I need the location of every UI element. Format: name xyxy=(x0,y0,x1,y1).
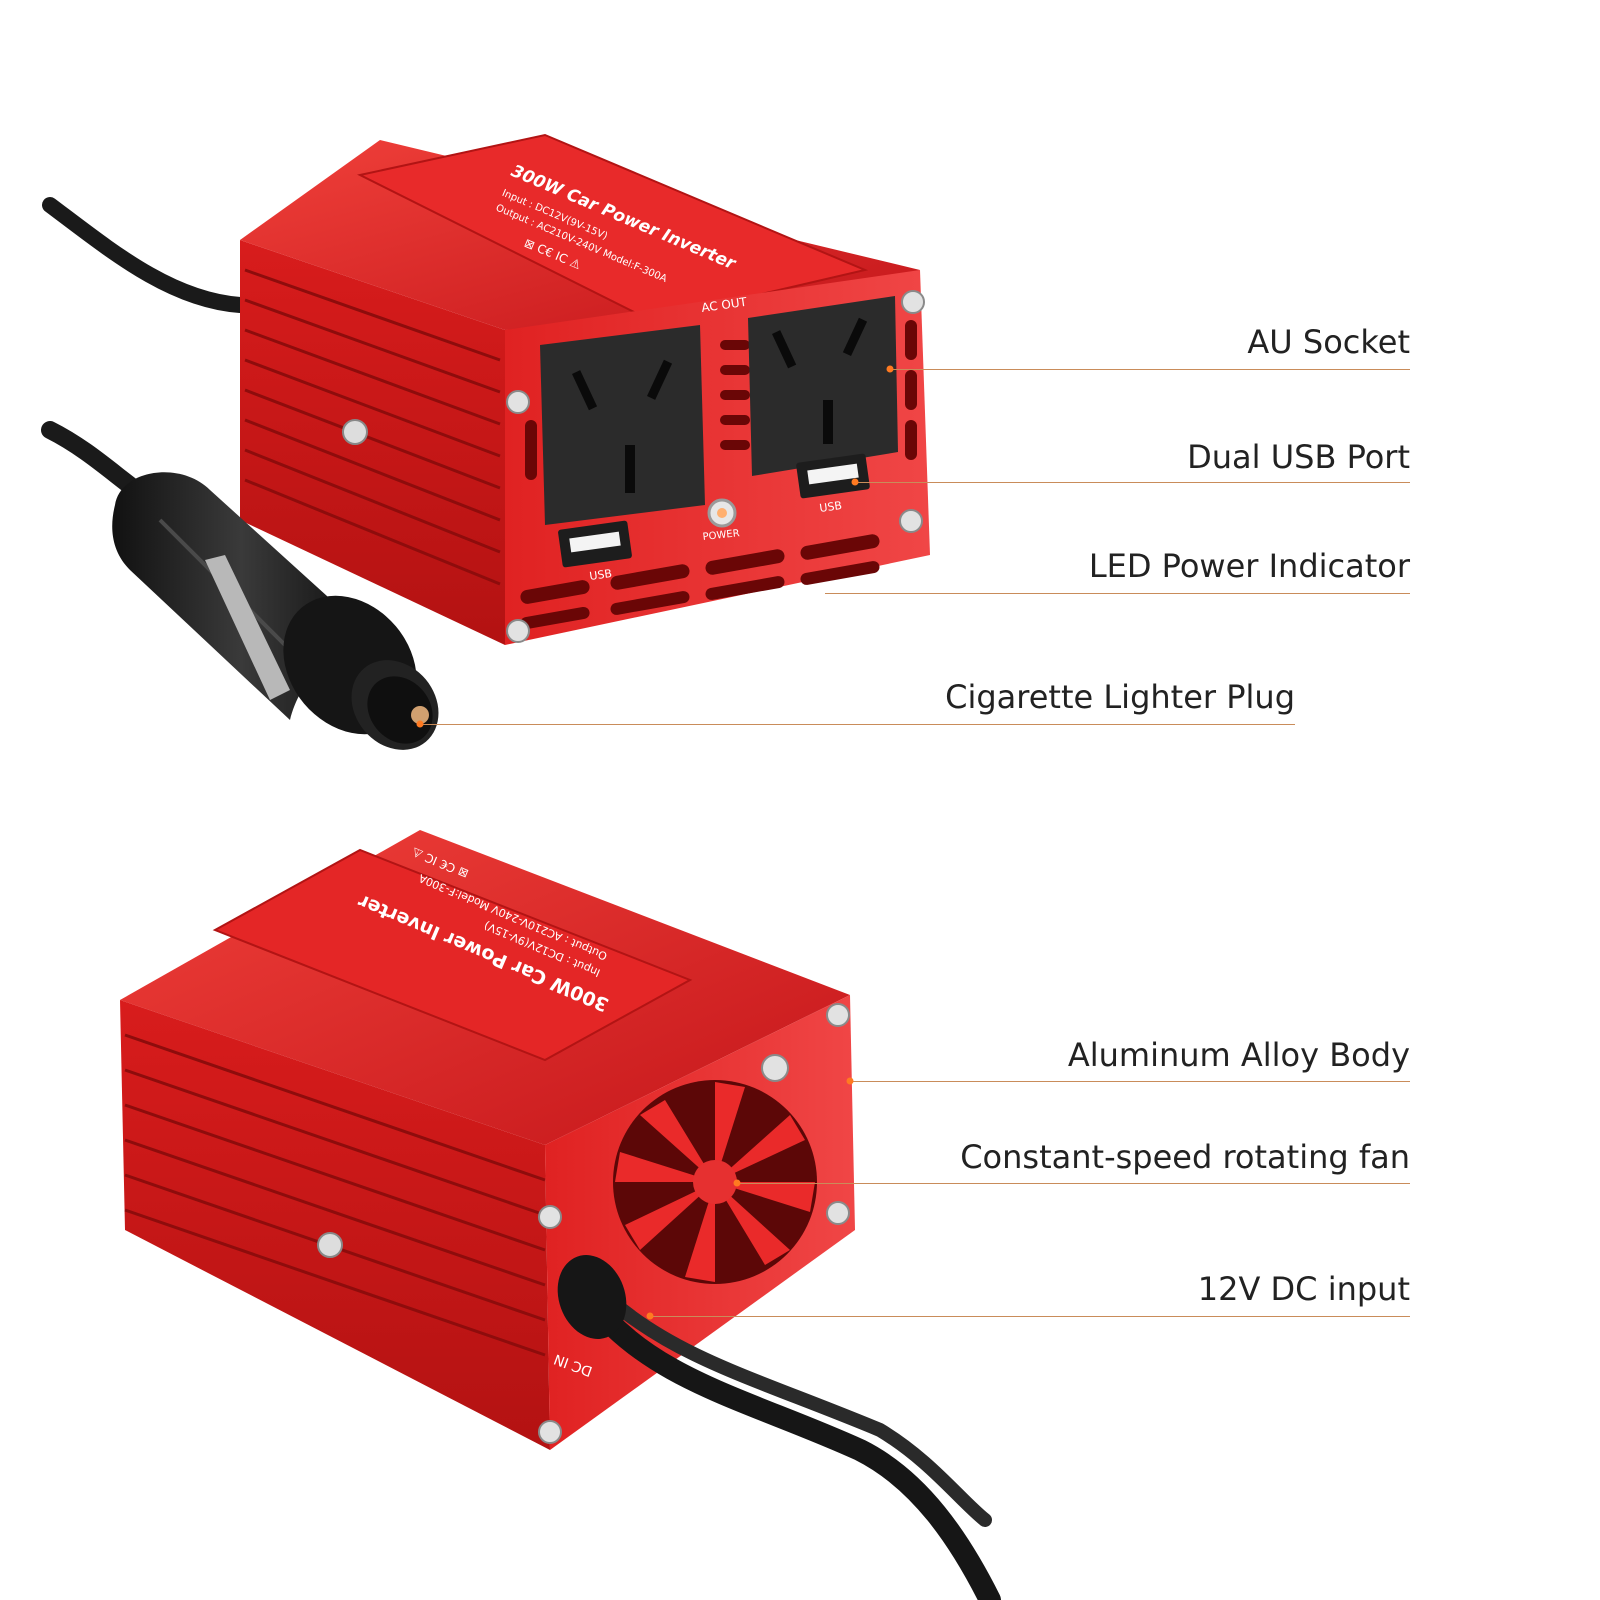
au-socket-left xyxy=(540,325,705,525)
usb-right-text: USB xyxy=(819,499,843,515)
top-power-cable xyxy=(42,197,248,313)
callout-line-au-socket xyxy=(890,369,1410,370)
callout-label-aluminum-alloy-body: Aluminum Alloy Body xyxy=(1067,1036,1410,1074)
callout-line-dual-usb-port xyxy=(855,482,1410,483)
top-side-face xyxy=(240,240,505,645)
callout-line-cigarette-lighter-plug xyxy=(420,724,1295,725)
top-side-fins xyxy=(244,268,501,586)
callout-dot-au-socket xyxy=(886,365,894,373)
callout-line-dc-input xyxy=(650,1316,1410,1317)
callout-line-led-power-indicator xyxy=(825,593,1410,594)
callout-dot-cigarette-lighter-plug xyxy=(416,720,424,728)
callout-label-cigarette-lighter-plug: Cigarette Lighter Plug xyxy=(945,678,1295,716)
led-power-light xyxy=(717,508,727,518)
dc-input-grommet xyxy=(557,1255,627,1339)
bottom-side-face xyxy=(120,1000,550,1450)
bottom-label-plate xyxy=(212,848,693,1062)
callout-dot-aluminum-alloy-body xyxy=(846,1077,854,1085)
usb-left-text: USB xyxy=(589,567,613,583)
dc-cable-second xyxy=(603,1293,992,1527)
callout-line-aluminum-alloy-body xyxy=(850,1081,1410,1082)
rotating-fan xyxy=(613,1080,817,1284)
callout-dot-constant-speed-rotating-fan xyxy=(733,1179,741,1187)
bottom-side-screw xyxy=(317,1232,343,1258)
bottom-back-screws xyxy=(538,1003,850,1444)
top-side-screw xyxy=(342,419,368,445)
usb-port-right xyxy=(796,453,870,499)
callout-dot-dc-input xyxy=(646,1312,654,1320)
callout-label-dual-usb-port: Dual USB Port xyxy=(1187,438,1410,476)
au-socket-right xyxy=(748,296,898,476)
callout-dot-dual-usb-port xyxy=(851,478,859,486)
bottom-inverter: 300W Car Power Inverter Input : DC12V(9V… xyxy=(120,830,1001,1600)
top-front-vents xyxy=(520,320,917,630)
power-text: POWER xyxy=(702,528,740,543)
callout-label-led-power-indicator: LED Power Indicator xyxy=(1088,547,1410,585)
dc-cable xyxy=(579,1289,1001,1600)
ac-out-text: AC OUT xyxy=(700,295,748,315)
top-inverter: 300W Car Power Inverter Input : DC12V(9V… xyxy=(41,133,930,750)
callout-label-constant-speed-rotating-fan: Constant-speed rotating fan xyxy=(960,1138,1410,1176)
callout-label-au-socket: AU Socket xyxy=(1247,323,1410,361)
usb-port-left xyxy=(558,520,632,568)
cigarette-lighter-plug xyxy=(112,472,439,750)
top-label-plate xyxy=(357,133,869,322)
callout-line-constant-speed-rotating-fan xyxy=(737,1183,1410,1184)
callout-label-dc-input: 12V DC input xyxy=(1197,1270,1410,1308)
top-front-screws xyxy=(506,290,925,643)
